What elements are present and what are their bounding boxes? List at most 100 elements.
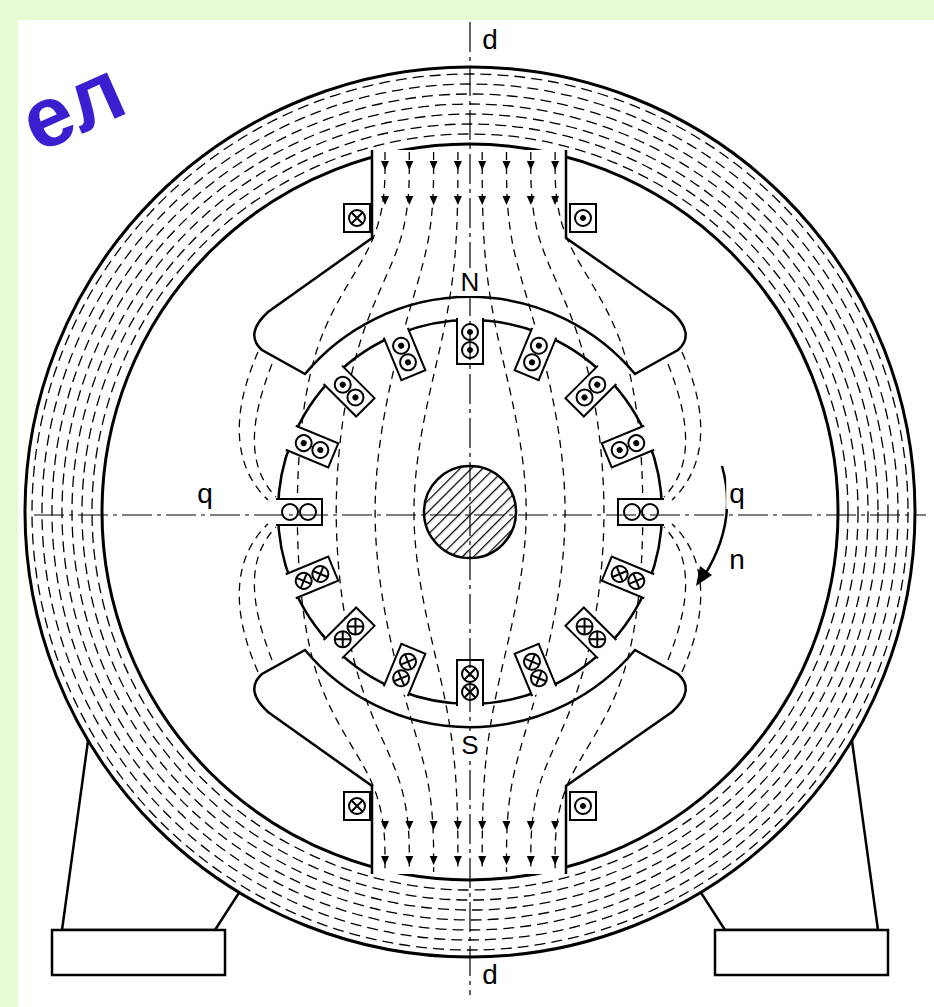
flux-arrow [405,821,413,830]
speed-label: n [726,545,748,575]
cross-mark [335,632,351,648]
machine [25,22,926,995]
dot-mark [633,440,640,447]
dot-mark [405,359,412,366]
flux-arrow [478,196,486,205]
flux-arrow [454,161,462,170]
slot-outline [515,328,557,380]
conductor [391,335,412,356]
conductor [586,628,609,651]
armature-slot [565,366,616,417]
conductor [331,373,354,396]
axis-label: q [194,479,216,509]
flux-line [672,352,701,500]
flux-arrow [478,856,486,865]
dot-mark [581,394,588,401]
slot-outline [602,426,654,468]
conductor [282,504,298,520]
coil-box [344,204,370,232]
coil-box [570,204,596,232]
flux-line [297,152,385,872]
word-fragment: ел [5,43,140,168]
conductor [626,570,647,591]
conductor [528,668,549,689]
armature-slot [286,557,338,599]
flux-arrow [527,856,535,865]
coil-box [570,792,596,820]
slot-outline [515,644,557,696]
cross-mark [577,619,593,635]
cross-mark [313,567,327,581]
dot-mark [339,381,346,388]
flux-arrow [405,196,413,205]
conductor [575,210,591,226]
flux-arrow [430,196,438,205]
conductor [310,440,331,461]
conductor [293,433,314,454]
armature-slot [286,426,338,468]
foot-base [52,930,225,975]
flux-line [531,152,604,872]
flux-line [336,152,409,872]
armature-slot [602,426,654,468]
flux-arrow [405,161,413,170]
conductor [642,504,658,520]
slot-outline [384,644,426,696]
flux-arrow [454,821,462,830]
field-coil [570,204,596,232]
flux-arrow [527,821,535,830]
flux-arrow [551,196,559,205]
conductor [624,504,640,520]
armature-slot [515,328,557,380]
dot-mark [594,381,601,388]
flux-line [239,352,268,500]
flux-arrow [478,821,486,830]
armature-slot [324,366,375,417]
flux-arrow [503,856,511,865]
dot-mark [616,447,623,454]
flux-arrow [527,196,535,205]
flux-line [555,152,643,872]
armature-slot [602,557,654,599]
conductor [391,668,412,689]
coil-box [344,792,370,820]
slot-outline [565,366,616,417]
conductor [609,440,630,461]
dot-mark [352,394,359,401]
dot-mark [529,359,536,366]
slot-outline [324,607,375,658]
dot-mark [581,216,586,221]
conductor [349,798,365,814]
cross-mark [590,632,606,648]
flux-line [664,527,686,660]
pole-label: N [458,268,483,296]
flux-arrow [551,821,559,830]
armature-slot [618,499,664,525]
axis-label: q [726,479,748,509]
flux-arrow [478,161,486,170]
flux-arrow [381,821,389,830]
slot-outline [565,607,616,658]
dot-mark [536,342,543,349]
cross-mark [394,671,408,685]
slot-outline [276,499,322,525]
q-axis [34,514,926,515]
dot-mark [581,804,586,809]
flux-arrow [381,856,389,865]
cross-mark [352,801,363,812]
flux-arrow [381,196,389,205]
dot-mark [398,342,405,349]
conductor [310,564,331,585]
slot-outline [324,366,375,417]
armature-slot [324,607,375,658]
arrow-head [696,566,712,586]
cross-mark [348,619,364,635]
conductor [528,335,549,356]
slot-outline [384,328,426,380]
field-coil [344,204,370,232]
flux-arrow [551,856,559,865]
flux-arrow [503,196,511,205]
conductor [293,570,314,591]
flux-arrow [430,161,438,170]
flux-arrow [454,856,462,865]
